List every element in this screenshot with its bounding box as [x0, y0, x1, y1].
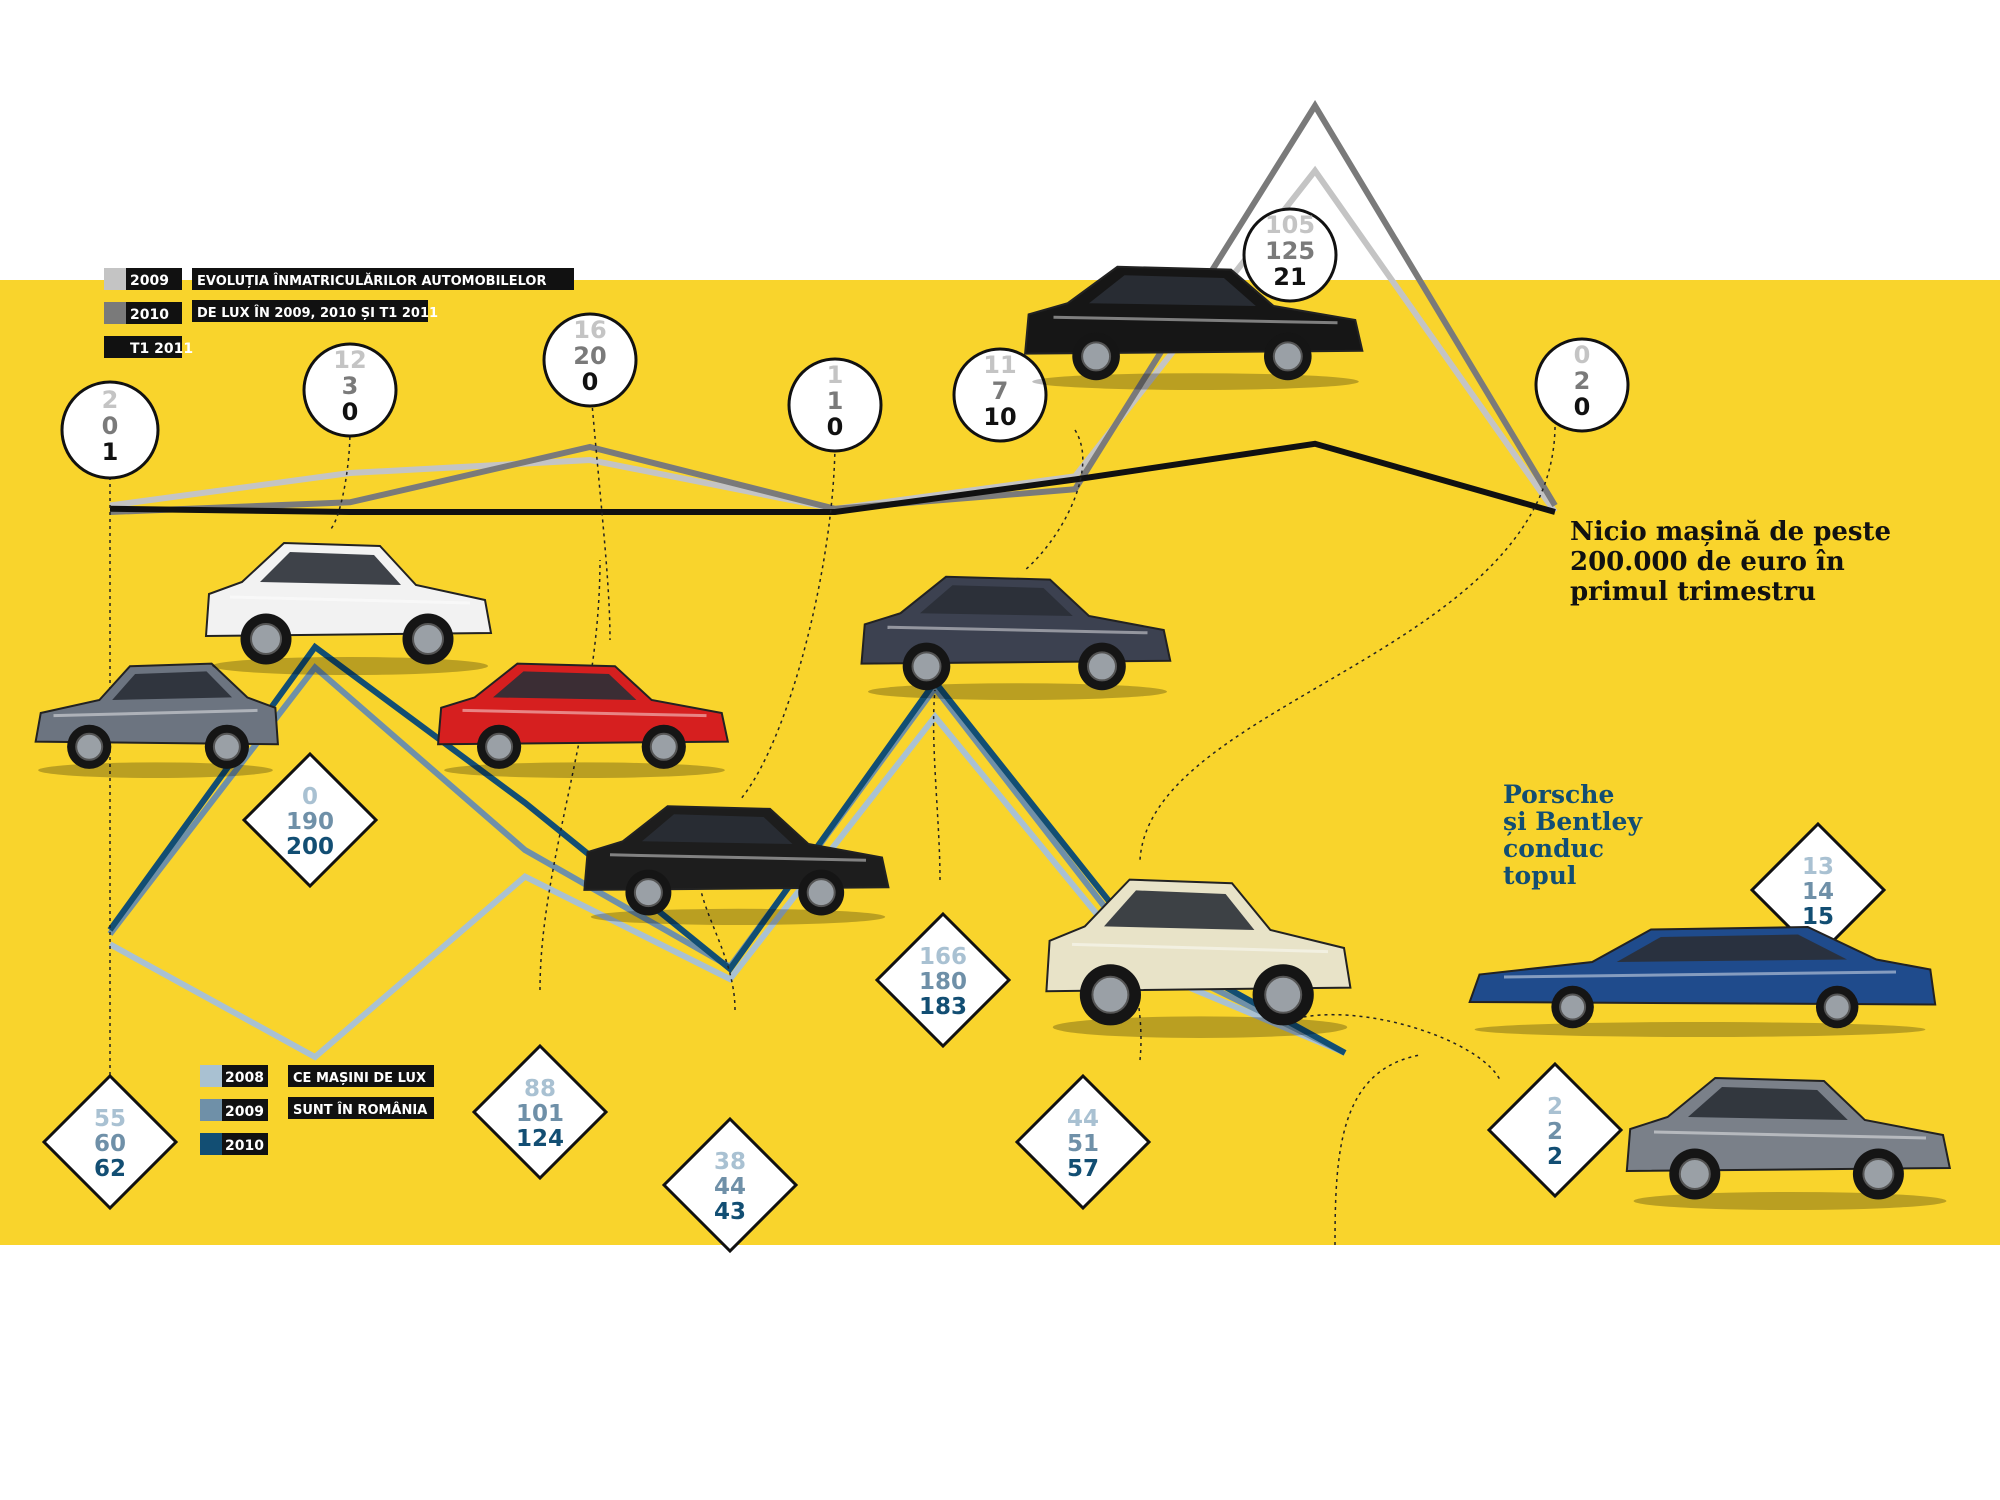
legend-title: EVOLUȚIA ÎNMATRICULĂRILOR AUTOMOBILELOR	[197, 273, 546, 289]
data-label: 3	[342, 372, 359, 400]
data-label: 200	[286, 834, 334, 860]
top-label-circle: 16200	[544, 314, 636, 406]
data-label: 0	[1574, 341, 1591, 369]
legend-title: SUNT ÎN ROMÂNIA	[293, 1102, 427, 1118]
legend-swatch	[200, 1099, 222, 1121]
data-label: 0	[102, 412, 119, 440]
data-label: 0	[302, 784, 318, 810]
top-label-circle: 10512521	[1244, 209, 1336, 301]
data-label: 0	[827, 413, 844, 441]
data-label: 1	[827, 387, 844, 415]
annotation-text: conduc	[1503, 834, 1604, 863]
data-label: 21	[1273, 263, 1306, 291]
data-label: 10	[983, 403, 1016, 431]
legend-label: 2008	[225, 1070, 264, 1086]
data-label: 11	[983, 351, 1016, 379]
data-label: 7	[992, 377, 1009, 405]
car-rim	[1082, 342, 1110, 370]
data-label: 14	[1802, 879, 1834, 905]
car-rim	[1560, 995, 1585, 1020]
data-label: 51	[1067, 1131, 1099, 1157]
car-rim	[486, 734, 512, 760]
annotation-text: și Bentley	[1503, 807, 1643, 836]
data-label: 1	[102, 438, 119, 466]
data-label: 2	[1547, 1094, 1563, 1120]
data-label: 62	[94, 1156, 126, 1182]
data-label: 101	[516, 1101, 564, 1127]
data-label: 12	[333, 346, 366, 374]
data-label: 2	[102, 386, 119, 414]
annotation-text: Porsche	[1503, 780, 1614, 809]
data-label: 43	[714, 1199, 746, 1225]
car-shadow	[591, 909, 885, 925]
legend-title: CE MAȘINI DE LUX	[293, 1071, 426, 1086]
legend-title: DE LUX ÎN 2009, 2010 ȘI T1 2011	[197, 305, 438, 321]
annotation-text: Nicio mașină de peste	[1570, 517, 1891, 547]
car-rim	[1680, 1159, 1710, 1189]
data-label: 0	[342, 398, 359, 426]
car-rim	[1265, 977, 1301, 1013]
legend-label: 2009	[130, 273, 169, 289]
data-label: 190	[286, 809, 334, 835]
data-label: 57	[1067, 1156, 1099, 1182]
car-rim	[1092, 977, 1128, 1013]
legend-swatch	[104, 302, 126, 324]
car-shadow	[1032, 373, 1359, 390]
data-label: 2	[1547, 1119, 1563, 1145]
legend-swatch	[200, 1065, 222, 1087]
data-label: 16	[573, 316, 606, 344]
legend-label: 2010	[130, 307, 169, 323]
annotation-text: primul trimestru	[1570, 577, 1816, 607]
data-label: 60	[94, 1131, 126, 1157]
car-rim	[808, 879, 835, 906]
car-rim	[413, 624, 443, 654]
data-label: 55	[94, 1106, 126, 1132]
data-label: 38	[714, 1149, 746, 1175]
data-label: 166	[919, 944, 967, 970]
car-rim	[1274, 342, 1302, 370]
top-label-circle: 201	[62, 382, 158, 478]
data-label: 0	[1574, 393, 1591, 421]
data-label: 88	[524, 1076, 556, 1102]
legend-swatch	[104, 336, 126, 358]
data-label: 124	[516, 1126, 564, 1152]
legend-label: 2009	[225, 1104, 264, 1120]
car-rim	[251, 624, 281, 654]
data-label: 183	[919, 994, 967, 1020]
top-label-circle: 110	[789, 359, 881, 451]
top-label-circle: 11710	[954, 349, 1046, 441]
legend-label: 2010	[225, 1138, 264, 1154]
data-label: 105	[1265, 211, 1315, 239]
car-rim	[1088, 652, 1116, 680]
car-rim	[214, 734, 240, 760]
legend-swatch	[200, 1133, 222, 1155]
car-rim	[1825, 995, 1850, 1020]
data-label: 1	[827, 361, 844, 389]
top-label-circle: 1230	[304, 344, 396, 436]
data-label: 44	[1067, 1106, 1099, 1132]
data-label: 13	[1802, 854, 1834, 880]
legend-label: T1 2011	[130, 341, 193, 357]
data-label: 0	[582, 368, 599, 396]
annotation-text: topul	[1503, 861, 1576, 890]
data-label: 2	[1574, 367, 1591, 395]
data-label: 125	[1265, 237, 1315, 265]
legend-swatch	[104, 268, 126, 290]
car-rim	[635, 879, 662, 906]
data-label: 2	[1547, 1144, 1563, 1170]
car-shadow	[1475, 1022, 1926, 1037]
data-label: 44	[714, 1174, 746, 1200]
data-label: 20	[573, 342, 606, 370]
car-rim	[1863, 1159, 1893, 1189]
car-rim	[76, 734, 102, 760]
car-rim	[651, 734, 677, 760]
car-rim	[913, 652, 941, 680]
top-label-circle: 020	[1536, 339, 1628, 431]
annotation-text: 200.000 de euro în	[1570, 547, 1845, 577]
data-label: 180	[919, 969, 967, 995]
